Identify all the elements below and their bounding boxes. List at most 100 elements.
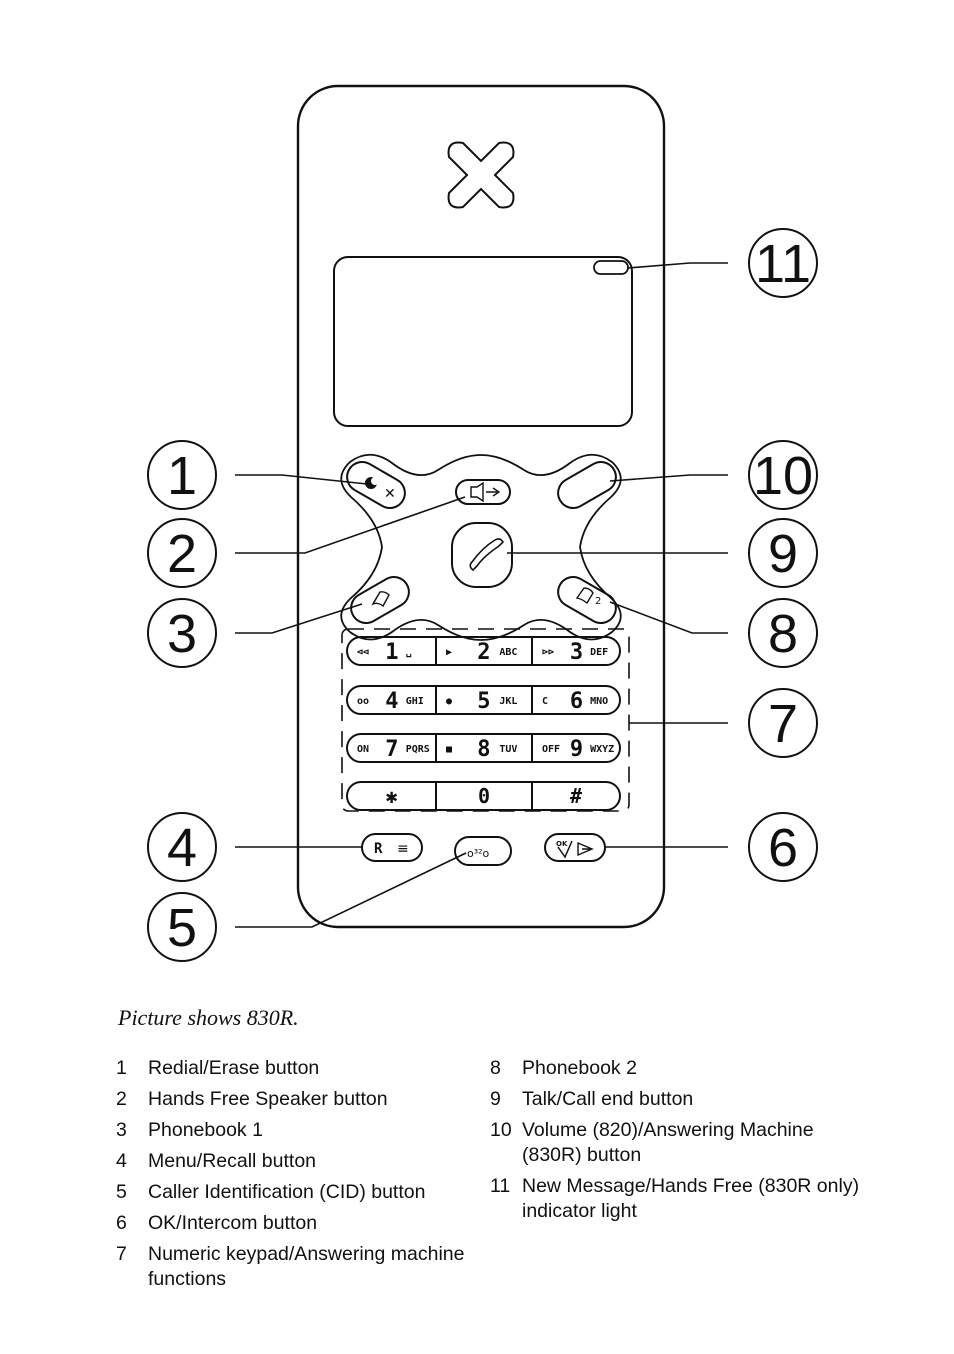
legend-number: 9 <box>490 1088 501 1110</box>
key-8[interactable]: ■ 8 TUV <box>446 737 517 762</box>
key-function: ▶ <box>446 647 452 658</box>
talk-call-end-button[interactable] <box>451 522 513 588</box>
legend-text: New Message/Hands Free (830R only) indic… <box>522 1175 860 1222</box>
key-digit: 9 <box>570 737 583 762</box>
legend-item: 9 Talk/Call end button <box>490 1087 870 1112</box>
svg-text:✕: ✕ <box>384 486 396 502</box>
legend-text: Caller Identification (CID) button <box>148 1181 426 1203</box>
legend-text: Numeric keypad/Answering machine functio… <box>148 1243 465 1290</box>
callout-number: 10 <box>753 446 813 506</box>
key-letters: TUV <box>499 744 517 755</box>
callout-number: 4 <box>167 818 197 878</box>
nav-cluster-outline <box>340 453 622 641</box>
key-digit: # <box>570 784 582 808</box>
key-0[interactable]: 0 <box>478 784 490 808</box>
callout-number: 9 <box>768 524 798 584</box>
key-digit: 3 <box>570 640 583 665</box>
key-function: oo <box>357 696 369 707</box>
key-digit: 6 <box>570 689 583 714</box>
callout-1: 1 <box>147 440 217 510</box>
legend-number: 3 <box>116 1119 127 1141</box>
key-digit: 8 <box>477 737 490 762</box>
key-6[interactable]: C 6 MNO <box>542 689 608 714</box>
key-digit: 2 <box>477 640 490 665</box>
callout-10: 10 <box>748 440 818 510</box>
legend-text: Hands Free Speaker button <box>148 1088 388 1110</box>
callout-3: 3 <box>147 598 217 668</box>
key-9[interactable]: OFF 9 WXYZ <box>542 737 614 762</box>
key-function: C <box>542 696 548 707</box>
callout-number: 5 <box>167 898 197 958</box>
legend-number: 6 <box>116 1212 127 1234</box>
speaker-icon <box>470 481 484 503</box>
key-function: OFF <box>542 744 560 755</box>
legend-number: 11 <box>490 1175 511 1197</box>
key-letters: DEF <box>590 647 608 658</box>
svg-text:2: 2 <box>595 596 601 607</box>
key-✱[interactable]: ✱ <box>385 784 397 808</box>
key-function: ● <box>446 696 452 707</box>
callout-number: 8 <box>768 604 798 664</box>
legend-number: 10 <box>490 1119 512 1141</box>
callout-5: 5 <box>147 892 217 962</box>
caller-id-button[interactable]: o³²o <box>454 836 512 866</box>
key-1[interactable]: ⊲⊲1␣ <box>357 640 412 665</box>
key-function: ■ <box>446 744 452 755</box>
key-function: ⊳⊳ <box>542 647 554 658</box>
legend-text: OK/Intercom button <box>148 1212 318 1234</box>
phonebook-2-button[interactable]: 2 <box>553 572 622 629</box>
volume-answering-machine-button[interactable] <box>553 457 622 514</box>
leader-lines <box>235 262 728 928</box>
key-function: ON <box>357 744 369 755</box>
callout-2: 2 <box>147 518 217 588</box>
svg-text:R: R <box>374 841 383 857</box>
intercom-icon <box>577 841 594 857</box>
redial-erase-button[interactable]: ✕ <box>342 457 411 514</box>
book-icon <box>371 591 390 608</box>
legend-text: Menu/Recall button <box>148 1150 317 1172</box>
key-letters: MNO <box>590 696 608 707</box>
key-letters: WXYZ <box>590 744 614 755</box>
brand-x-logo-icon <box>447 141 515 209</box>
callout-9: 9 <box>748 518 818 588</box>
book-2-icon <box>575 587 594 605</box>
key-#[interactable]: # <box>570 784 582 808</box>
cid-icon: o³²o <box>467 847 490 860</box>
phone-body <box>296 84 666 929</box>
key-3[interactable]: ⊳⊳ 3 DEF <box>542 640 608 665</box>
ok-intercom-button[interactable]: OK <box>544 833 606 862</box>
key-function: ⊲⊲ <box>357 647 369 658</box>
phonebook-1-button[interactable] <box>346 572 415 629</box>
key-letters: GHI <box>406 696 424 707</box>
keypad-row-outline <box>346 636 621 666</box>
menu-recall-button[interactable]: R ≡ <box>361 833 423 862</box>
hands-free-speaker-button[interactable] <box>455 479 511 505</box>
legend-text: Talk/Call end button <box>522 1088 694 1110</box>
key-digit: 4 <box>385 689 398 714</box>
legend-number: 8 <box>490 1057 501 1079</box>
display-screen <box>333 256 633 427</box>
callout-11: 11 <box>748 228 818 298</box>
callout-number: 1 <box>167 446 197 506</box>
callout-7: 7 <box>748 688 818 758</box>
legend-item: 11 New Message/Hands Free (830R only) ind… <box>490 1174 870 1224</box>
key-4[interactable]: oo 4 GHI <box>357 689 424 714</box>
callout-4: 4 <box>147 812 217 882</box>
callout-number: 7 <box>768 694 798 754</box>
callout-number: 2 <box>167 524 197 584</box>
key-letters: JKL <box>499 696 517 707</box>
callout-number: 3 <box>167 604 197 664</box>
checkmark-icon <box>557 840 573 859</box>
